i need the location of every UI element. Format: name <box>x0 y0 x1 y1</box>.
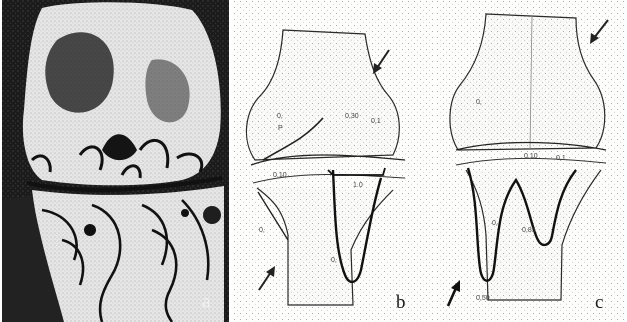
svg-text:0,50: 0,50 <box>476 295 490 302</box>
svg-text:P: P <box>278 125 283 132</box>
tibia-shape <box>32 186 224 322</box>
svg-text:0,85: 0,85 <box>522 227 536 234</box>
svg-text:0,: 0, <box>259 227 265 234</box>
svg-text:0,10: 0,10 <box>273 172 287 179</box>
svg-text:0,1: 0,1 <box>371 118 381 125</box>
panel-label-b: b <box>396 293 406 312</box>
svg-text:0,: 0, <box>476 99 482 106</box>
svg-text:1.0: 1.0 <box>353 182 363 189</box>
panel-label-a: a <box>202 292 210 311</box>
panel-a: a <box>2 0 229 322</box>
svg-text:0,1: 0,1 <box>556 155 566 162</box>
panel-c: 0, 0,10 0,1 0, 0,85 0,50 c <box>436 0 625 322</box>
panel-b: 0, P 0,30 0,1 0,10 1.0 0, 0, b <box>233 0 433 322</box>
knee-drawing-c: 0, 0,10 0,1 0, 0,85 0,50 <box>436 0 625 322</box>
svg-text:0,30: 0,30 <box>345 113 359 120</box>
svg-text:0,: 0, <box>277 113 283 120</box>
knee-drawing-b: 0, P 0,30 0,1 0,10 1.0 0, 0, <box>233 0 433 322</box>
svg-text:0,: 0, <box>331 257 337 264</box>
panel-label-c: c <box>595 293 603 312</box>
photoelastic-photo <box>2 0 229 322</box>
svg-text:0,10: 0,10 <box>524 153 538 160</box>
svg-text:0,: 0, <box>492 220 498 227</box>
